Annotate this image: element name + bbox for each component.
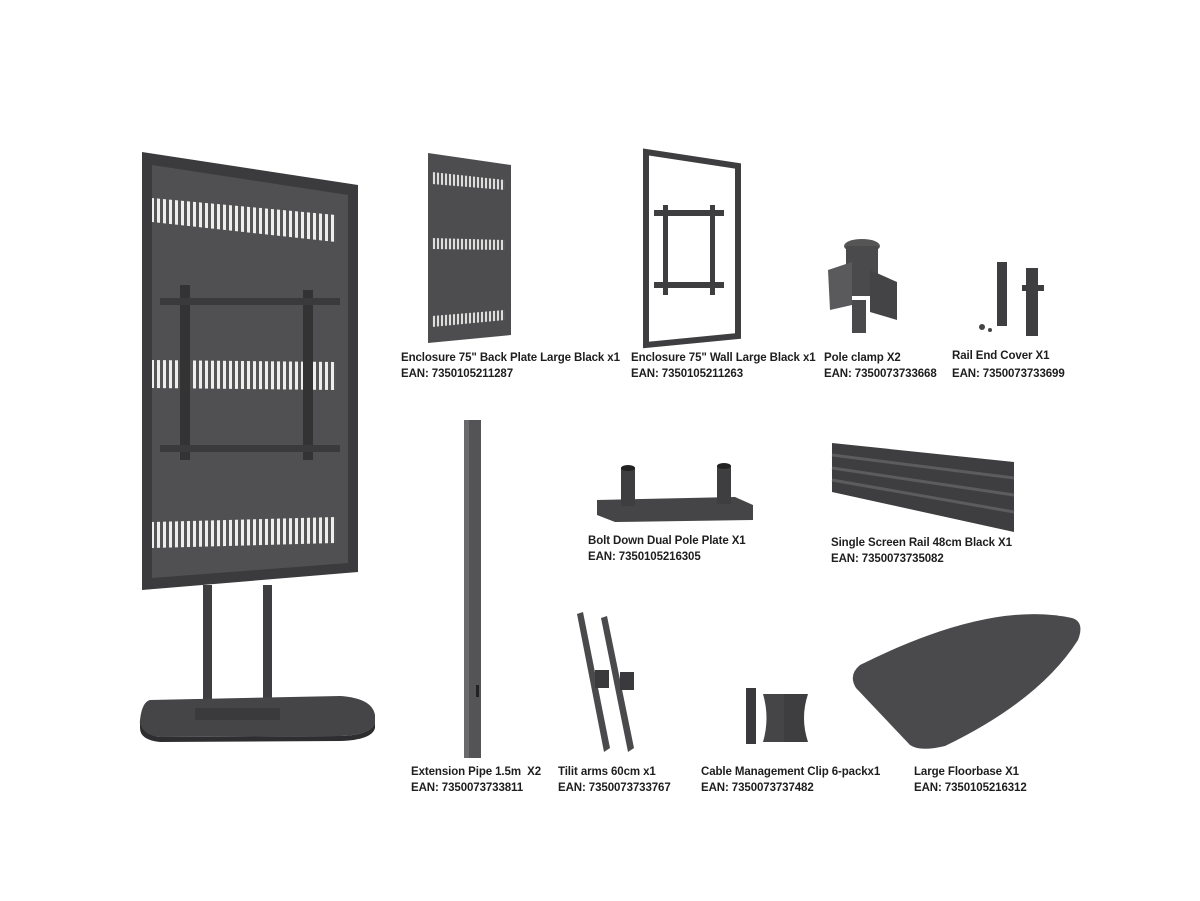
product-ean: EAN: 7350073733699 <box>952 368 1065 380</box>
product-label-pole-clamp: Pole clamp X2 EAN: 7350073733668 <box>824 350 937 382</box>
product-label-wall-frame: Enclosure 75" Wall Large Black x1 EAN: 7… <box>631 350 816 382</box>
product-name: Single Screen Rail 48cm Black X1 <box>831 537 1012 549</box>
product-name: Extension Pipe 1.5m X2 <box>411 766 542 778</box>
assembled-enclosure-image <box>139 152 375 742</box>
product-ean: EAN: 7350073737482 <box>701 782 814 794</box>
product-name: Bolt Down Dual Pole Plate X1 <box>588 535 746 547</box>
product-label-screen-rail: Single Screen Rail 48cm Black X1 EAN: 73… <box>831 535 1012 567</box>
product-name: Tilit arms 60cm x1 <box>558 766 656 778</box>
extension-pipe-image <box>464 420 481 758</box>
product-label-bolt-down-plate: Bolt Down Dual Pole Plate X1 EAN: 735010… <box>588 533 746 565</box>
product-ean: EAN: 7350073733767 <box>558 782 671 794</box>
wall-frame-image <box>643 148 741 349</box>
pole-clamp-image <box>828 239 897 333</box>
product-ean: EAN: 7350073735082 <box>831 553 944 565</box>
product-label-cable-clip: Cable Management Clip 6-packx1 EAN: 7350… <box>701 764 880 796</box>
product-name: Pole clamp X2 <box>824 352 901 364</box>
screen-rail-image <box>831 443 1015 532</box>
product-label-floorbase: Large Floorbase X1 EAN: 7350105216312 <box>914 764 1027 796</box>
product-name: Cable Management Clip 6-packx1 <box>701 766 881 778</box>
product-ean: EAN: 7350105211287 <box>401 368 514 380</box>
product-label-back-plate: Enclosure 75" Back Plate Large Black x1 … <box>401 350 620 382</box>
floorbase-image <box>852 614 1081 749</box>
product-name: Enclosure 75" Wall Large Black x1 <box>631 352 816 364</box>
product-ean: EAN: 7350073733668 <box>824 368 937 380</box>
product-label-rail-end-cover: Rail End Cover X1 EAN: 7350073733699 <box>952 348 1065 382</box>
bolt-down-plate-image <box>597 463 753 522</box>
product-ean: EAN: 7350105216305 <box>588 551 701 563</box>
product-ean: EAN: 7350105211263 <box>631 368 744 380</box>
tilt-arms-image <box>577 612 634 752</box>
back-plate-image <box>428 153 511 343</box>
product-name: Large Floorbase X1 <box>914 766 1019 778</box>
product-label-tilt-arms: Tilit arms 60cm x1 EAN: 7350073733767 <box>558 764 671 796</box>
product-ean: EAN: 7350073733811 <box>411 782 524 794</box>
product-ean: EAN: 7350105216312 <box>914 782 1027 794</box>
product-label-extension-pipe: Extension Pipe 1.5m X2 EAN: 735007373381… <box>411 764 541 796</box>
product-name: Enclosure 75" Back Plate Large Black x1 <box>401 352 620 364</box>
rail-end-cover-image <box>979 262 1044 336</box>
cable-clip-image <box>746 688 808 744</box>
product-name: Rail End Cover X1 <box>952 350 1050 362</box>
